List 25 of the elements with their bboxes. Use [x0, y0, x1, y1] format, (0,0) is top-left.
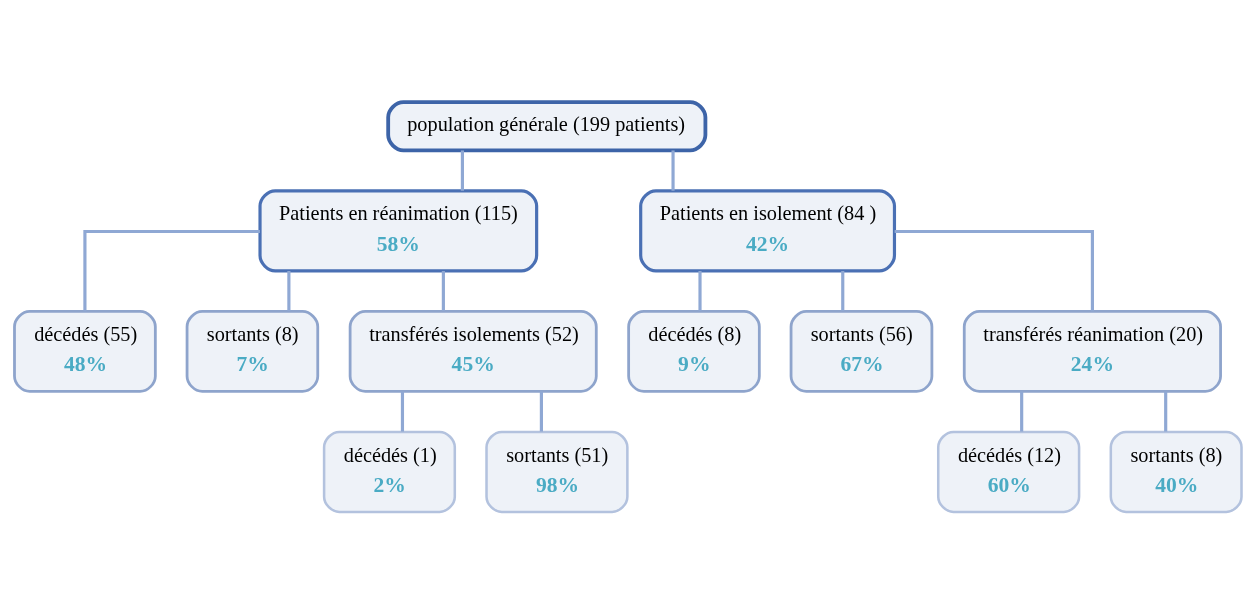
connector — [287, 271, 291, 312]
connector — [698, 271, 702, 312]
node-box: décédés (55) 48% — [13, 310, 157, 393]
node-box: sortants (8) 7% — [185, 310, 320, 393]
node-box: décédés (12) 60% — [936, 430, 1081, 514]
node-box: population générale (199 patients) — [386, 100, 708, 153]
connector — [841, 271, 845, 312]
connector — [671, 150, 675, 191]
connector — [441, 271, 445, 312]
connector — [1164, 391, 1168, 432]
node-box: Patients en isolement (84 ) 42% — [639, 189, 897, 273]
connector — [539, 391, 543, 432]
node-box: sortants (51) 98% — [485, 430, 629, 514]
connector — [1020, 391, 1024, 432]
node-box: sortants (56) 67% — [789, 310, 934, 393]
connector — [460, 150, 464, 191]
connector — [400, 391, 405, 432]
node-box: transférés réanimation (20) 24% — [962, 310, 1222, 393]
node-box: décédés (1) 2% — [322, 430, 457, 514]
node-box: sortants (8) 40% — [1109, 430, 1243, 514]
connector — [894, 229, 1094, 312]
node-box: Patients en réanimation (115) 58% — [258, 189, 539, 273]
node-box: décédés (8) 9% — [627, 310, 761, 393]
node-box: transférés isolements (52) 45% — [348, 310, 598, 393]
connector — [83, 229, 260, 312]
